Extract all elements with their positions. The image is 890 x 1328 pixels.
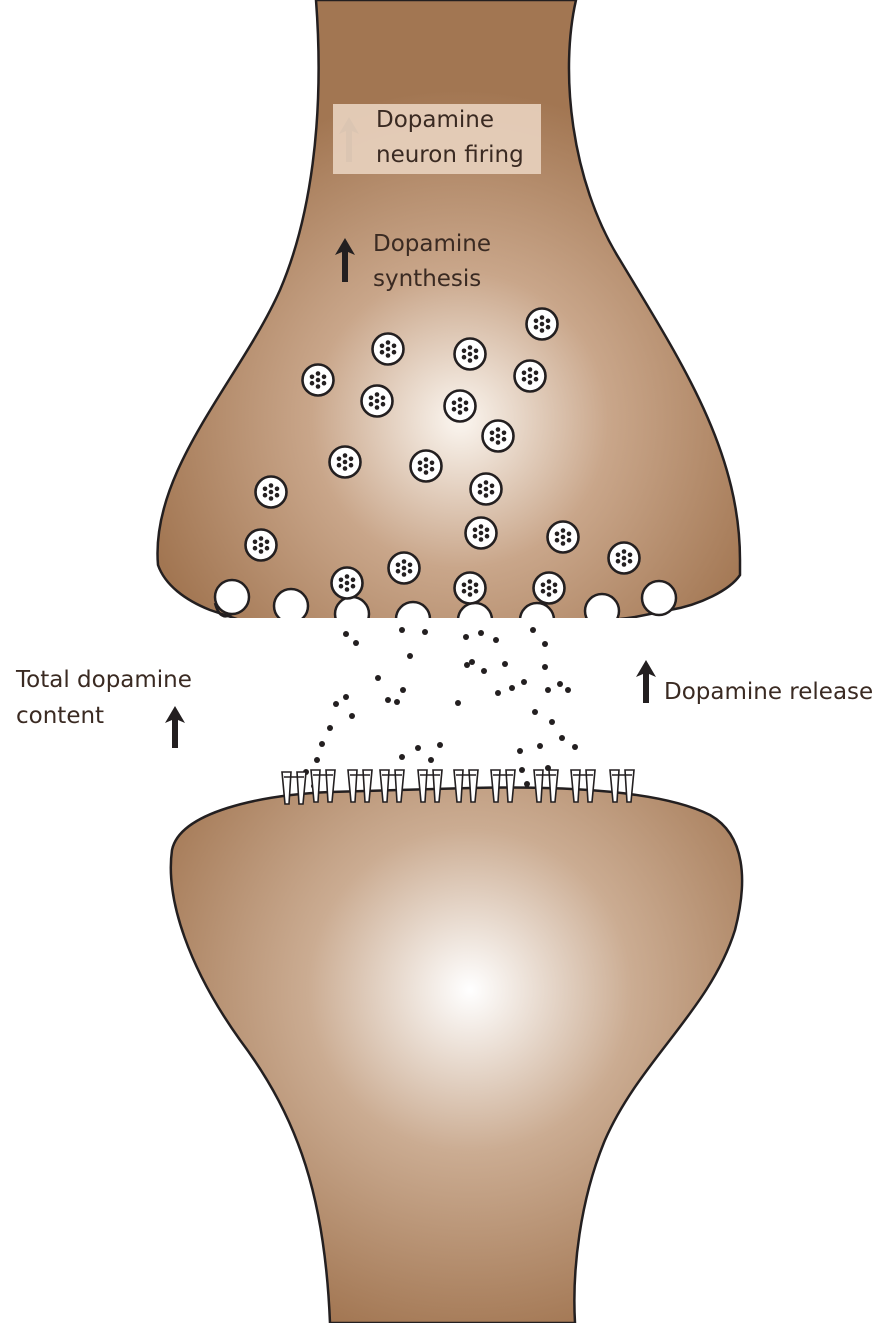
up-arrow-icon: [165, 706, 185, 748]
dopamine-molecule-icon: [537, 743, 543, 749]
dopamine-molecule-icon: [422, 629, 428, 635]
dopamine-molecule-icon: [343, 694, 349, 700]
vesicle-icon: [471, 474, 502, 505]
vesicle-icon: [303, 365, 334, 396]
vesicle-icon: [389, 553, 420, 584]
firing-label-line2: neuron firing: [376, 140, 524, 171]
dopamine-molecule-icon: [542, 664, 548, 670]
dopamine-molecule-icon: [519, 767, 525, 773]
dopamine-molecule-icon: [517, 748, 523, 754]
dopamine-molecule-icon: [353, 640, 359, 646]
dopamine-molecule-icon: [549, 719, 555, 725]
dopamine-molecule-icon: [399, 627, 405, 633]
dopamine-molecule-icon: [400, 687, 406, 693]
postsynaptic-terminal: [171, 788, 742, 1323]
dopamine-molecule-icon: [407, 653, 413, 659]
vesicle-icon: [609, 543, 640, 574]
dopamine-molecule-icon: [557, 681, 563, 687]
dopamine-molecule-icon: [545, 687, 551, 693]
content-label-line2: content: [16, 701, 104, 732]
dopamine-molecule-icon: [524, 781, 530, 787]
presynaptic-terminal: [157, 0, 740, 630]
dopamine-molecule-icon: [415, 745, 421, 751]
membrane-pocket: [274, 589, 308, 623]
dopamine-molecule-icon: [521, 679, 527, 685]
dopamine-molecule-icon: [572, 744, 578, 750]
dopamine-molecule-icon: [343, 631, 349, 637]
vesicle-icon: [445, 391, 476, 422]
vesicle-icon: [373, 334, 404, 365]
vesicle-icon: [548, 522, 579, 553]
dopamine-molecule-icon: [463, 634, 469, 640]
vesicle-icon: [515, 361, 546, 392]
dopamine-molecule-icon: [502, 661, 508, 667]
dopamine-molecule-icon: [559, 735, 565, 741]
dopamine-molecule-icon: [333, 701, 339, 707]
vesicle-icon: [527, 309, 558, 340]
dopamine-molecule-icon: [495, 690, 501, 696]
dopamine-molecule-icon: [532, 709, 538, 715]
dopamine-molecule-icon: [428, 757, 434, 763]
vesicle-icon: [330, 447, 361, 478]
dopamine-molecule-icon: [481, 668, 487, 674]
content-label-line1: Total dopamine: [16, 665, 192, 696]
dopamine-molecule-icon: [509, 685, 515, 691]
dopamine-molecule-icon: [565, 687, 571, 693]
synthesis-label-line1: Dopamine: [373, 229, 491, 260]
dopamine-molecule-icon: [493, 637, 499, 643]
vesicle-icon: [411, 451, 442, 482]
dopamine-molecule-icon: [385, 697, 391, 703]
dopamine-molecule-icon: [319, 741, 325, 747]
release-label: Dopamine release: [664, 677, 873, 708]
vesicle-icon: [256, 477, 287, 508]
synthesis-label-line2: synthesis: [373, 264, 481, 295]
dopamine-molecule-icon: [469, 659, 475, 665]
vesicle-icon: [246, 530, 277, 561]
dopamine-molecule-icon: [399, 754, 405, 760]
dopamine-molecule-icon: [314, 757, 320, 763]
vesicle-icon: [534, 573, 565, 604]
vesicle-icon: [483, 421, 514, 452]
vesicle-icon: [332, 568, 363, 599]
up-arrow-icon: [636, 660, 656, 703]
dopamine-molecule-icon: [375, 675, 381, 681]
dopamine-molecule-icon: [327, 725, 333, 731]
dopamine-molecule-icon: [478, 630, 484, 636]
membrane-pocket: [642, 581, 676, 615]
dopamine-molecule-icon: [455, 700, 461, 706]
dopamine-molecule-icon: [530, 627, 536, 633]
vesicle-icon: [466, 518, 497, 549]
vesicle-icon: [362, 386, 393, 417]
dopamine-molecule-icon: [542, 641, 548, 647]
vesicle-icon: [455, 573, 486, 604]
vesicle-icon: [455, 339, 486, 370]
dopamine-molecule-icon: [464, 662, 470, 668]
membrane-pocket: [215, 580, 249, 614]
dopamine-molecule-icon: [437, 742, 443, 748]
dopamine-molecule-icon: [349, 713, 355, 719]
firing-label-line1: Dopamine: [376, 105, 494, 136]
dopamine-molecule-icon: [394, 699, 400, 705]
